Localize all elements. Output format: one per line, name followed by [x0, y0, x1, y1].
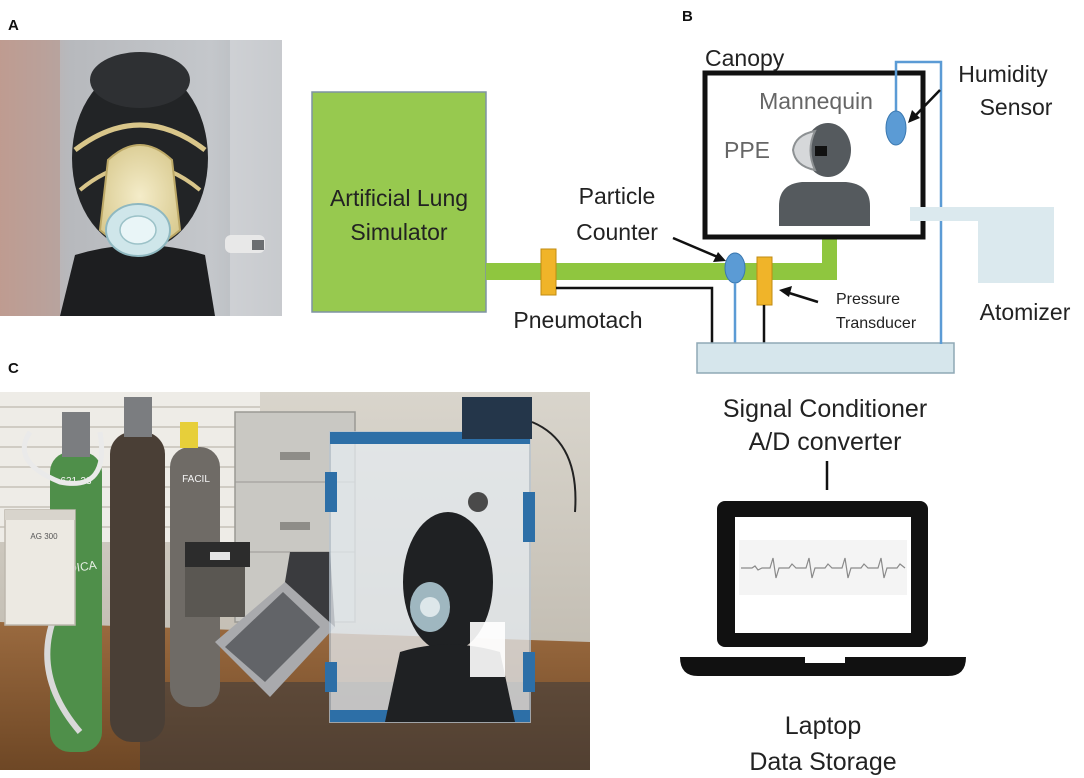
particle-counter-label-2: Counter	[576, 219, 658, 245]
particle-counter-arrow	[672, 236, 721, 260]
particle-counter-arrowhead	[713, 252, 726, 262]
lung-simulator-label-2: Simulator	[350, 219, 447, 245]
laptop-ecg-trace	[741, 557, 906, 579]
atomizer-box	[978, 207, 1054, 283]
panel-label-c: C	[8, 360, 19, 377]
signal-conditioner-label-2: A/D converter	[749, 428, 902, 456]
atomizer-pipe	[910, 207, 980, 221]
pressure-transducer-label-1: Pressure	[836, 291, 900, 308]
lung-simulator-box	[311, 91, 487, 313]
laptop-ecg-background	[739, 540, 907, 595]
panel-label-a: A	[8, 17, 19, 34]
mannequin-head-icon	[805, 123, 851, 177]
laptop-display	[735, 517, 911, 633]
humidity-sensor-label-2: Sensor	[980, 94, 1053, 120]
device-label: AG 300	[30, 532, 58, 541]
photo-mannequin-mask	[0, 40, 282, 316]
signal-conditioner-box	[696, 342, 955, 374]
humidity-sensor-arrowhead	[908, 110, 920, 123]
laptop-label-1: Laptop	[785, 712, 861, 740]
mask-port-icon	[815, 146, 827, 156]
particle-counter-device	[724, 252, 746, 284]
airflow-tube-horizontal	[486, 263, 831, 280]
mannequin-body-icon	[779, 182, 870, 226]
pressure-transducer-label-2: Transducer	[836, 315, 917, 332]
signal-conditioner-label-1: Signal Conditioner	[723, 395, 927, 423]
pressure-transducer-device	[756, 256, 773, 306]
mannequin-label: Mannequin	[759, 88, 873, 114]
atomizer-label: Atomizer	[980, 299, 1071, 325]
canopy-box	[702, 70, 926, 240]
laptop-label-2: Data Storage	[749, 748, 896, 776]
laptop-base	[680, 657, 966, 676]
particle-counter-label-1: Particle	[579, 183, 656, 209]
cylinder-tag-2: FACIL	[182, 474, 210, 485]
pneumotach-wire	[486, 287, 548, 295]
panel-label-b: B	[682, 8, 693, 25]
pneumotach-label: Pneumotach	[513, 307, 642, 333]
airflow-tube-vertical	[822, 152, 837, 280]
lung-simulator-label-1: Artificial Lung	[330, 185, 468, 211]
humidity-sensor-label-1: Humidity	[958, 61, 1048, 87]
ppe-label: PPE	[724, 137, 770, 163]
humidity-sensor-wire	[894, 60, 943, 344]
pneumotach-signal-wire	[548, 289, 552, 295]
humidity-sensor-arrow	[913, 89, 941, 118]
pressure-transducer-arrowhead	[779, 286, 792, 297]
pneumotach-device	[540, 248, 557, 296]
photo-lab-setup: MEDICA 621-23 FACIL AG 300	[0, 392, 590, 770]
laptop-trackpad-notch	[805, 657, 845, 663]
humidity-sensor-device	[885, 110, 907, 146]
pressure-transducer-arrow	[785, 290, 819, 304]
canopy-label: Canopy	[705, 45, 785, 71]
laptop-screen	[717, 501, 928, 647]
ppe-mask-icon	[791, 129, 817, 172]
